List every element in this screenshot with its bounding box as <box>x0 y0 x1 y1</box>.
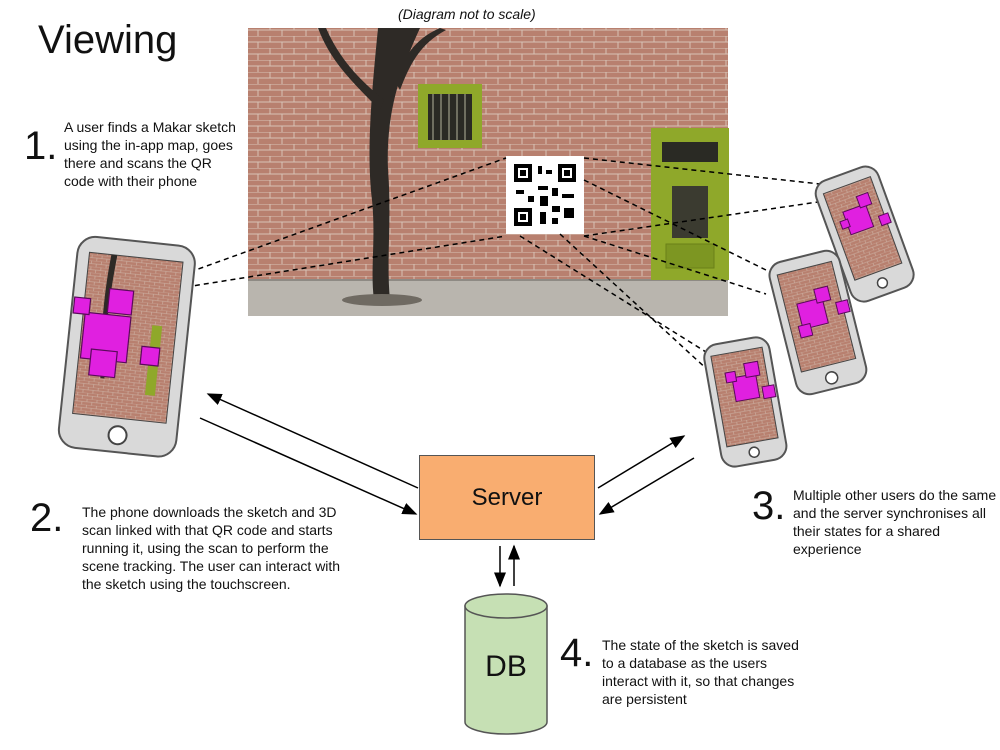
step-1-number: 1. <box>24 124 58 168</box>
phone-b <box>814 165 915 303</box>
home-button <box>107 425 128 446</box>
step-4-number: 4. <box>560 631 594 675</box>
db-label: DB <box>485 650 527 683</box>
server-node: Server <box>419 455 595 540</box>
wall-photo <box>248 28 729 316</box>
page-title: Viewing <box>38 18 178 62</box>
arrow-phone-to-server <box>199 417 418 515</box>
phone-c <box>768 249 868 396</box>
phone-main <box>57 235 196 458</box>
step-3-text: Multiple other users do the same and the… <box>793 487 997 557</box>
scale-note: (Diagram not to scale) <box>398 6 536 22</box>
step-2-number: 2. <box>30 496 64 540</box>
arrow-phones-to-server <box>598 457 695 515</box>
step-3-number: 3. <box>752 484 786 528</box>
scan-lines <box>185 157 821 373</box>
ar-cubes <box>72 287 161 379</box>
arrow-server-to-phone <box>206 393 419 489</box>
qr-code <box>506 156 584 234</box>
step-4-text: The state of the sketch is saved to a da… <box>602 637 799 707</box>
db-cylinder <box>464 593 548 735</box>
server-label: Server <box>471 483 543 511</box>
arrow-server-to-phones <box>597 435 686 489</box>
step-1-text: A user finds a Makar sketch using the in… <box>64 119 236 189</box>
arrows <box>199 393 695 588</box>
tree-trunk <box>369 28 420 300</box>
phone-d <box>703 336 788 468</box>
step-2-text: The phone downloads the sketch and 3D sc… <box>82 504 341 592</box>
